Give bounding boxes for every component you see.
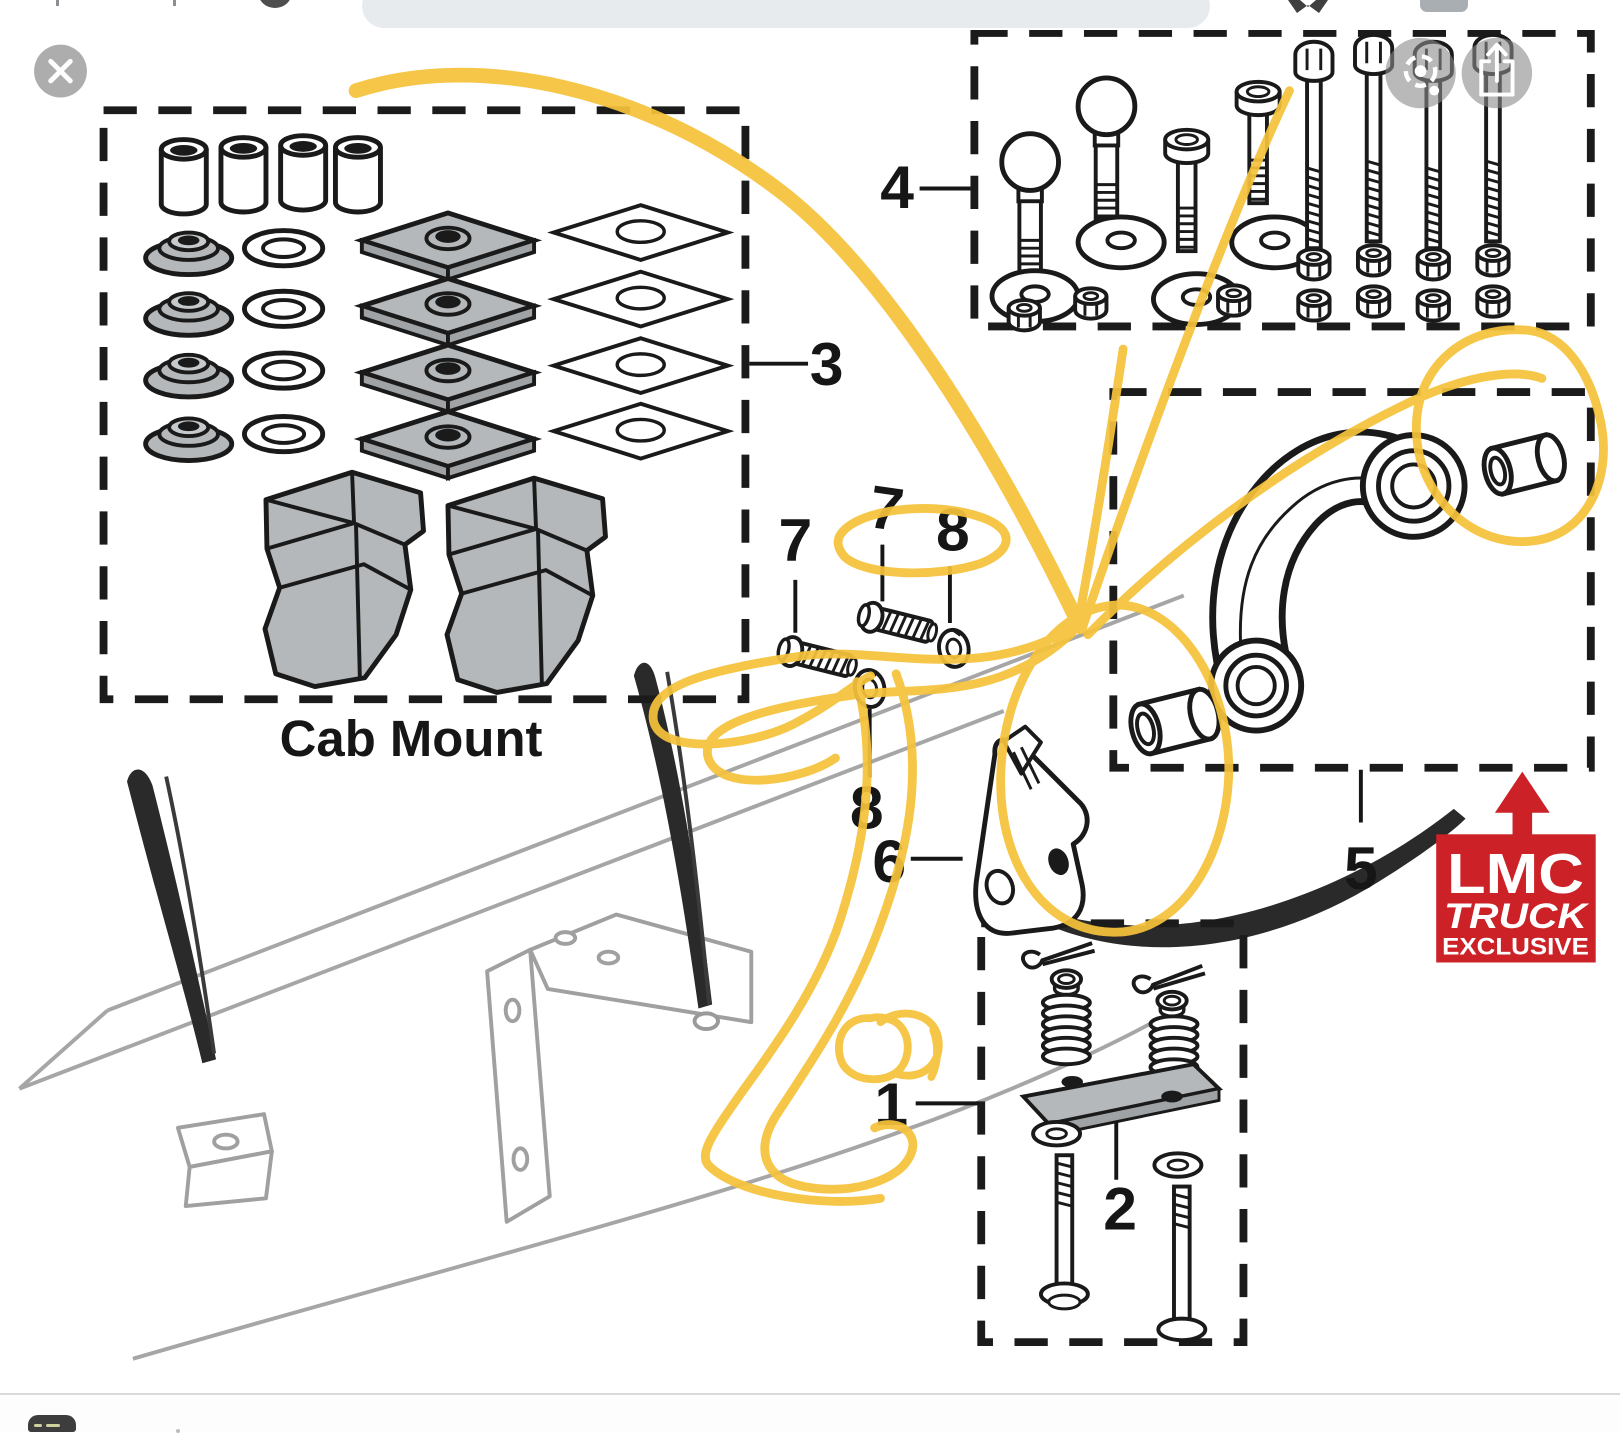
badge-line-2: TRUCK [1444,897,1590,936]
photo-viewer-canvas[interactable]: 3 4 5 6 7 7 8 8 1 2 Cab Mount LMC TRUCK … [0,29,1620,1393]
browser-top-bar [0,0,1620,32]
close-button[interactable] [34,44,87,98]
label-5: 5 [1344,834,1378,902]
toolbar-chip-partial-icon [1420,0,1468,12]
cab-mount-block-left [265,472,424,686]
search-bar[interactable] [362,0,1210,28]
lens-button[interactable] [1385,37,1456,109]
bookmark-star-partial-icon [1288,0,1328,13]
cab-mount-block-right [447,478,606,692]
lens-icon [1403,54,1440,96]
box-5-outline [1109,388,1595,772]
lmc-exclusive-badge: LMC TRUCK EXCLUSIVE [1436,771,1596,963]
close-icon [48,58,73,84]
bushing-upper [1481,432,1567,497]
torsion-arm-parts [1128,428,1567,757]
badge-line-3: EXCLUSIVE [1442,934,1589,961]
yellow-marker-annotations [348,67,1608,1206]
toolbar-partial-icon [56,0,59,6]
bushing-lower [1128,686,1222,757]
small-angle-bracket-sketch [175,1112,274,1209]
label-3: 3 [810,330,844,398]
kit-boxes [99,29,1595,1347]
rail-bracket-sketch [485,912,754,1224]
box-1-outline [977,919,1248,1347]
cab-mount-kit-parts [146,136,730,693]
toolbar-partial-icon [173,0,176,6]
share-icon [1479,42,1515,97]
cab-mount-parts-diagram: 3 4 5 6 7 7 8 8 1 2 Cab Mount LMC TRUCK … [18,29,1608,1361]
shackle-bracket-part [973,724,1090,936]
badge-line-1: LMC [1447,843,1584,906]
box-4-outline [970,29,1595,331]
label-4: 4 [880,153,914,221]
tab-avatar-partial-icon [258,0,292,8]
bottom-app-icon[interactable] [28,1415,76,1432]
share-button[interactable] [1461,37,1533,109]
browser-bottom-bar [0,1393,1620,1433]
label-7a: 7 [778,505,812,573]
label-2: 2 [1103,1175,1137,1243]
box-3-outline [99,106,750,704]
diagram-title: Cab Mount [280,710,543,767]
spring-plate-kit-parts [1019,941,1224,1343]
badge-up-arrow-icon [1494,771,1550,837]
